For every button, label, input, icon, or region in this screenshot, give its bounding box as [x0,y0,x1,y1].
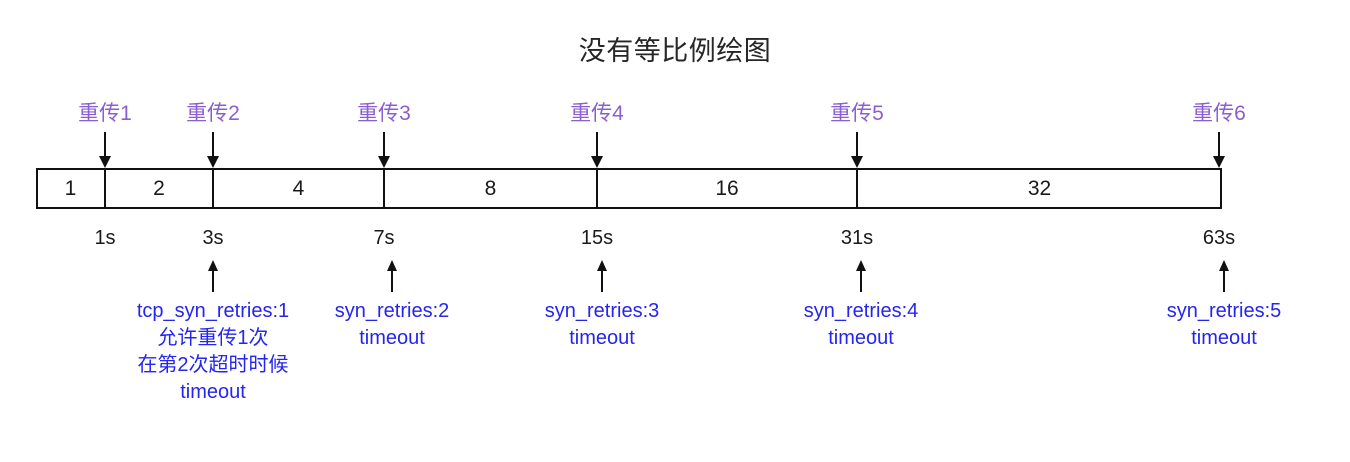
segment-label: 16 [715,177,739,200]
segment-label: 8 [484,177,497,200]
segment-label: 2 [153,177,165,200]
up-arrow-icon [1218,260,1230,292]
segment-divider [596,168,598,209]
down-arrow-icon [590,132,604,168]
annotation-line: timeout [1191,327,1257,349]
retransmit-label: 重传1 [78,102,132,125]
annotation-line: tcp_syn_retries:1 [136,300,290,322]
retransmit-label: 重传2 [186,102,240,125]
annotation-line: syn_retries:5 [1166,300,1282,322]
annotation-line: timeout [359,327,425,349]
page-title: 没有等比例绘图 [578,36,772,66]
down-arrow-icon [206,132,220,168]
up-arrow-icon [855,260,867,292]
annotation-line: syn_retries:3 [544,300,660,322]
annotation-line: 在第2次超时时候 [137,354,289,376]
retransmit-label: 重传5 [830,102,884,125]
down-arrow-icon [1212,132,1226,168]
segment-divider [212,168,214,209]
annotation-line: timeout [828,327,894,349]
up-arrow-icon [207,260,219,292]
segment-divider [383,168,385,209]
segment-label: 4 [292,177,305,200]
segment-label: 32 [1027,177,1052,200]
time-tick-label: 63s [1202,227,1236,249]
time-tick-label: 7s [373,227,395,249]
time-tick-label: 3s [202,227,224,249]
down-arrow-icon [98,132,112,168]
annotation-line: syn_retries:2 [334,300,450,322]
time-tick-label: 31s [840,227,874,249]
down-arrow-icon [377,132,391,168]
time-tick-label: 1s [94,227,116,249]
annotation-line: timeout [180,381,246,403]
annotation-line: 允许重传1次 [157,327,269,349]
retransmit-label: 重传3 [357,102,411,125]
timeline-bar [36,168,1222,209]
up-arrow-icon [596,260,608,292]
annotation-line: syn_retries:4 [803,300,919,322]
segment-divider [104,168,106,209]
time-tick-label: 15s [580,227,614,249]
annotation-note: tcp_syn_retries:1 允许重传1次在第2次超时时候 timeout [103,298,323,406]
retransmit-label: 重传6 [1192,102,1246,125]
down-arrow-icon [850,132,864,168]
up-arrow-icon [386,260,398,292]
annotation-line: timeout [569,327,635,349]
segment-label: 1 [64,177,77,200]
retransmit-label: 重传4 [570,102,624,125]
segment-divider [856,168,858,209]
